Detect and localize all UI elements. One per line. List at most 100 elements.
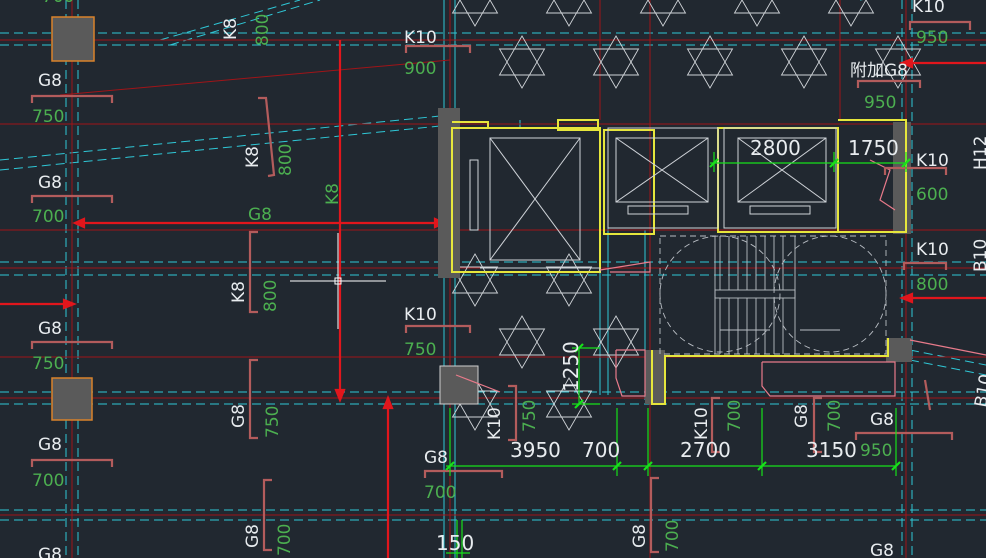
stair-wall [645, 350, 665, 404]
value-label: 950 [864, 93, 896, 113]
hatch-star [545, 390, 593, 431]
value-label: 750 [404, 340, 436, 360]
hatch-star [498, 35, 546, 76]
value-label: 800 [261, 280, 281, 312]
hatch-star [498, 328, 546, 369]
hatch-star [545, 0, 593, 14]
beam-label: K10 [485, 407, 505, 440]
stair [659, 235, 887, 355]
value-label: 700 [32, 471, 64, 491]
value-label: 950 [916, 28, 948, 48]
hatch-star [686, 48, 734, 89]
dimension-ticks [445, 158, 911, 471]
columns [51, 16, 912, 421]
beam-label: G8 [229, 404, 249, 428]
beam-label: K10 [916, 240, 949, 260]
hatch-star [545, 266, 593, 307]
value-label: 750 [32, 354, 64, 374]
value-label: 700 [725, 400, 745, 432]
hatch-star [686, 35, 734, 76]
star-hatch-pattern [451, 0, 922, 431]
value-label: 700 [424, 483, 456, 503]
hatch-star [647, 0, 679, 27]
beam-label: G8 [38, 545, 62, 558]
value-label: 700 [42, 0, 74, 7]
dimension-lines [446, 152, 907, 558]
hatch-star [733, 0, 781, 14]
dimension-label: 1250 [559, 341, 583, 392]
beam-label: G8 [38, 71, 62, 91]
hatch-star [545, 377, 593, 418]
beam-label: H12 [971, 136, 986, 170]
value-label: 700 [825, 400, 845, 432]
beam-label: B10 [971, 239, 986, 272]
dimension-label: 3950 [510, 438, 561, 462]
value-label: 750 [32, 107, 64, 127]
value-label: 750 [520, 400, 540, 432]
beam-label: G8 [248, 205, 272, 225]
column-core-right [886, 338, 912, 362]
value-label: 600 [916, 185, 948, 205]
value-label: 800 [253, 14, 273, 46]
beam-label: G8 [38, 435, 62, 455]
dimension-label: 3150 [806, 438, 857, 462]
beam-label: K8 [221, 18, 241, 40]
hatch-star [780, 35, 828, 76]
column-mid-left [51, 377, 93, 421]
value-label: 950 [860, 441, 892, 461]
dimension-label: 2800 [750, 136, 801, 160]
value-label: 700 [32, 207, 64, 227]
beam-label: 附加G8 [850, 61, 908, 81]
hatch-star [451, 253, 499, 294]
beam-label: K10 [692, 407, 712, 440]
dimension-label: 150 [436, 531, 474, 555]
beam-label: G8 [792, 404, 812, 428]
value-label: 750 [263, 406, 283, 438]
dimension-label: 2700 [680, 438, 731, 462]
hatch-star [639, 0, 687, 14]
hatch-star [545, 253, 593, 294]
beam-label: K10 [404, 305, 437, 325]
beam-label: K10 [916, 151, 949, 171]
value-label: 800 [276, 144, 296, 176]
beam-label: G8 [870, 541, 894, 558]
column-top-left [51, 16, 95, 62]
column-core-bottom [439, 365, 479, 405]
beam-label: G8 [243, 524, 263, 548]
beam-label: G8 [38, 173, 62, 193]
beam-label: G8 [870, 410, 894, 430]
elevator-cars [469, 127, 837, 272]
dimension-label: 700 [582, 438, 620, 462]
hatch-star [592, 35, 640, 76]
hatch-star [780, 48, 828, 89]
label-brackets [30, 20, 972, 554]
hatch-star [835, 0, 867, 27]
beam-label: G8 [630, 524, 650, 548]
hatch-star [874, 35, 922, 76]
beam-label: G8 [38, 319, 62, 339]
hatch-star [451, 266, 499, 307]
pink-outlines [455, 159, 986, 397]
hatch-star [498, 315, 546, 356]
beam-label: B10 [971, 373, 986, 409]
hatch-star [741, 0, 773, 27]
hatch-star [553, 0, 585, 27]
hatch-star [451, 0, 499, 14]
core-wall-left [438, 108, 460, 278]
beam-label: G8 [424, 448, 448, 468]
value-label: 700 [275, 524, 295, 556]
crosshair-cursor[interactable] [290, 233, 386, 329]
value-label: 700 [663, 520, 683, 552]
hatch-star [827, 0, 875, 14]
beam-label: K10 [912, 0, 945, 17]
hatch-star [459, 0, 491, 27]
dimension-label: 1750 [848, 136, 899, 160]
hatch-star [592, 48, 640, 89]
beam-label: K8 [229, 281, 249, 303]
beam-label: K8 [323, 183, 343, 205]
beam-label: K8 [243, 146, 263, 168]
hatch-star [874, 48, 922, 89]
hatch-star [498, 48, 546, 89]
